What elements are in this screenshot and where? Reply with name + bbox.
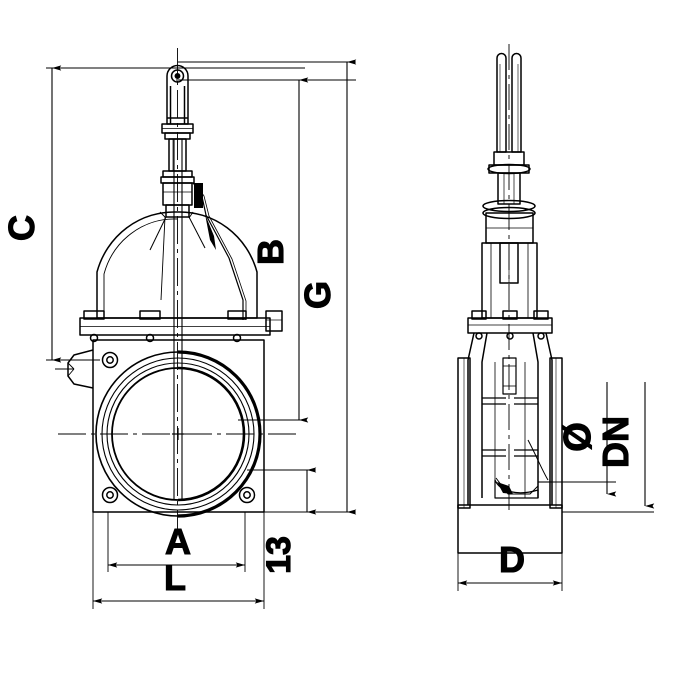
drain-nozzle	[55, 349, 94, 389]
extension-lines	[46, 61, 654, 609]
dimension-lines: C B G A L 13 D	[0, 59, 655, 609]
dimension-label-A: A	[165, 521, 191, 562]
dimension-label-13: 13	[260, 536, 298, 574]
bonnet-section-edge	[192, 182, 247, 320]
bonnet-dome	[96, 211, 258, 319]
dimension-label-DN: DN	[595, 416, 636, 468]
stem-through-bonnet	[173, 139, 183, 500]
dimension-label-B: B	[250, 239, 291, 265]
side-view	[457, 44, 563, 554]
front-view	[55, 48, 300, 530]
dimension-label-D: D	[499, 539, 525, 580]
side-body	[457, 332, 563, 509]
dimension-label-G: G	[297, 281, 338, 309]
gate-wedge-internal	[482, 357, 538, 498]
top-rods	[496, 52, 522, 153]
wedge-seat	[494, 439, 552, 499]
bonnet-flange	[79, 310, 283, 343]
dimension-label-diameter: Ø	[557, 422, 599, 452]
side-bottom-flange	[457, 504, 563, 554]
dimension-label-L: L	[164, 557, 186, 598]
dimension-label-C: C	[1, 215, 42, 241]
side-bonnet-flange	[467, 310, 553, 340]
